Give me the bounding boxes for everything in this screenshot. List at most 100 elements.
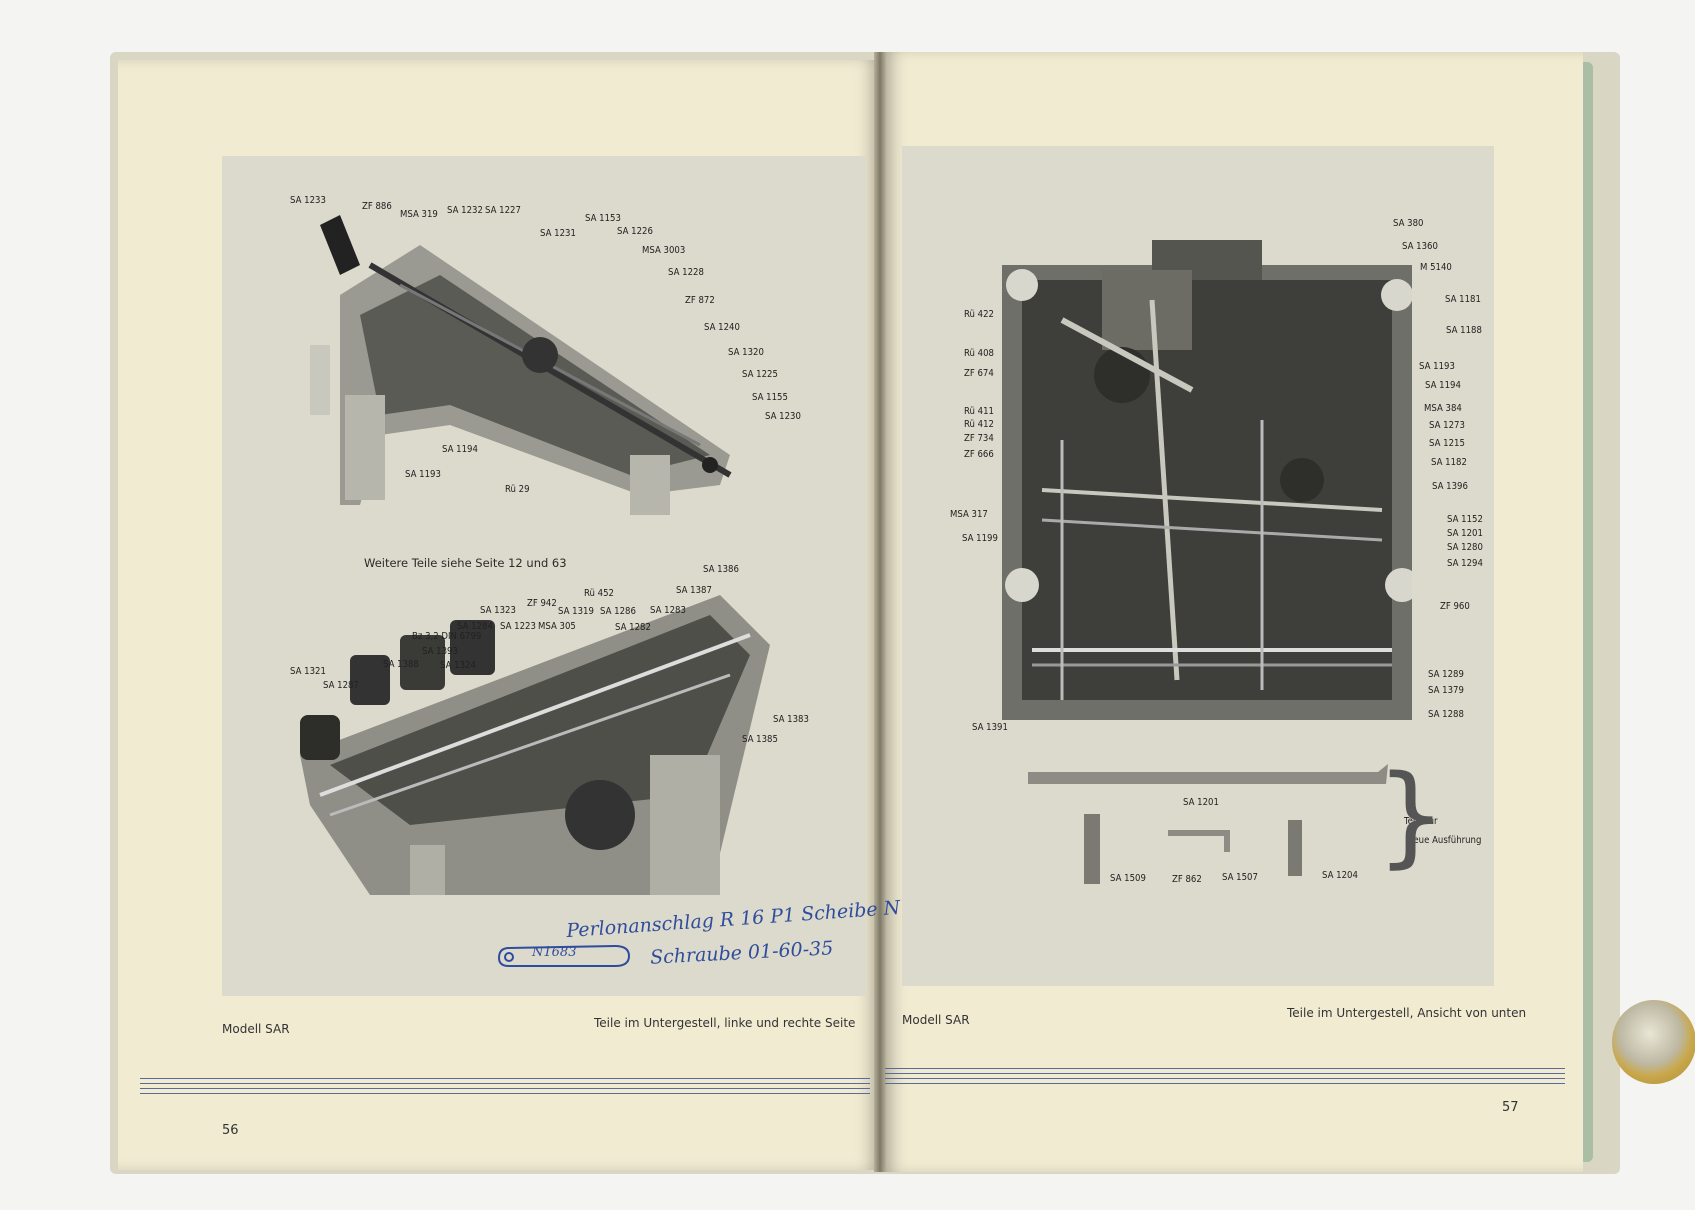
bottom-mechanism-illustration [300, 595, 770, 895]
label-msa3003: MSA 3003 [642, 245, 686, 256]
label-sa1288: SA 1288 [1428, 709, 1464, 720]
label-sa1181: SA 1181 [1445, 294, 1481, 305]
label-part-zf862: ZF 862 [1172, 874, 1202, 885]
label-sa1182: SA 1182 [1431, 457, 1467, 468]
label-sa1321: SA 1321 [290, 666, 326, 677]
cross-reference-caption: Weitere Teile siehe Seite 12 und 63 [364, 556, 567, 570]
label-sa1385: SA 1385 [742, 734, 778, 745]
left-page-number: 56 [222, 1123, 239, 1138]
label-sa1155: SA 1155 [752, 392, 788, 403]
label-zf942: ZF 942 [527, 598, 557, 609]
label-sa1294: SA 1294 [1447, 558, 1483, 569]
right-rule-1 [885, 1068, 1565, 1069]
euro-coin [1612, 1000, 1695, 1084]
label-sa1286: SA 1286 [600, 606, 636, 617]
label-ru412: Rü 412 [964, 419, 994, 430]
parts-note-line2: neue Ausführung [1408, 835, 1482, 846]
right-page-number: 57 [1502, 1100, 1519, 1115]
left-rule-1 [140, 1078, 870, 1079]
label-sa1388: SA 1388 [383, 659, 419, 670]
right-footer-model: Modell SAR [902, 1013, 970, 1027]
label-sa1215: SA 1215 [1429, 438, 1465, 449]
label-sa1289: SA 1289 [1428, 669, 1464, 680]
label-sa1230: SA 1230 [765, 411, 801, 422]
loose-parts-illustration [1028, 764, 1388, 884]
label-ru422: Rü 422 [964, 309, 994, 320]
label-sa1199: SA 1199 [962, 533, 998, 544]
handwritten-part-sketch [497, 944, 631, 967]
label-msa317: MSA 317 [950, 509, 988, 520]
handwritten-note-2: N1683 [532, 945, 577, 960]
label-zf960: ZF 960 [1440, 601, 1470, 612]
label-zf872: ZF 872 [685, 295, 715, 306]
parts-bracket: } [1376, 751, 1446, 879]
label-zf674: ZF 674 [964, 368, 994, 379]
right-rule-4 [885, 1083, 1565, 1084]
label-ru408: Rü 408 [964, 348, 994, 359]
book-spine [874, 52, 886, 1172]
label-sa1391: SA 1391 [972, 722, 1008, 733]
label-sa1287: SA 1287 [323, 680, 359, 691]
label-m5140: M 5140 [1420, 262, 1452, 273]
label-sa380: SA 380 [1393, 218, 1424, 229]
label-sa1193-r: SA 1193 [1419, 361, 1455, 372]
label-part-sa1507: SA 1507 [1222, 872, 1258, 883]
label-sa1396: SA 1396 [1432, 481, 1468, 492]
label-sa1319: SA 1319 [558, 606, 594, 617]
left-rule-3 [140, 1088, 870, 1089]
label-sa1282: SA 1282 [615, 622, 651, 633]
label-sa1323: SA 1323 [480, 605, 516, 616]
underside-mechanism-illustration [1002, 240, 1412, 720]
label-sa1232: SA 1232 [447, 205, 483, 216]
label-sa1240: SA 1240 [704, 322, 740, 333]
label-sa1387: SA 1387 [676, 585, 712, 596]
label-sa1284: SA 1284 [457, 621, 493, 632]
label-zf734: ZF 734 [964, 433, 994, 444]
label-zf886: ZF 886 [362, 201, 392, 212]
left-footer-title: Teile im Untergestell, linke und rechte … [594, 1016, 856, 1030]
top-mechanism-illustration [310, 215, 732, 515]
label-sa1226: SA 1226 [617, 226, 653, 237]
right-rule-3 [885, 1078, 1565, 1079]
label-sa1227: SA 1227 [485, 205, 521, 216]
label-part-sa1204: SA 1204 [1322, 870, 1358, 881]
label-sa1153: SA 1153 [585, 213, 621, 224]
label-sa1324: SA 1324 [440, 660, 476, 671]
label-sa1233: SA 1233 [290, 195, 326, 206]
label-sa1193: SA 1193 [405, 469, 441, 480]
label-ru411: Rü 411 [964, 406, 994, 417]
label-msa305: MSA 305 [538, 621, 576, 632]
label-sa1194-r: SA 1194 [1425, 380, 1461, 391]
label-sa1280: SA 1280 [1447, 542, 1483, 553]
label-sa1225: SA 1225 [742, 369, 778, 380]
label-sa1201: SA 1201 [1447, 528, 1483, 539]
label-sa1188: SA 1188 [1446, 325, 1482, 336]
parts-note-line1: Teile für [1404, 816, 1438, 827]
right-rule-2 [885, 1073, 1565, 1074]
label-ru29: Rü 29 [505, 484, 530, 495]
label-msa384: MSA 384 [1424, 403, 1462, 414]
label-sa1379: SA 1379 [1428, 685, 1464, 696]
label-sa1320: SA 1320 [728, 347, 764, 358]
right-footer-title: Teile im Untergestell, Ansicht von unten [1287, 1006, 1527, 1020]
left-rule-2 [140, 1083, 870, 1084]
label-ru452: Rü 452 [584, 588, 614, 599]
label-part-sa1509: SA 1509 [1110, 873, 1146, 884]
label-msa319: MSA 319 [400, 209, 438, 220]
label-sa1393: SA 1393 [422, 646, 458, 657]
label-sa1194: SA 1194 [442, 444, 478, 455]
label-zf666: ZF 666 [964, 449, 994, 460]
label-sa1273: SA 1273 [1429, 420, 1465, 431]
label-sa1283: SA 1283 [650, 605, 686, 616]
label-sa1152: SA 1152 [1447, 514, 1483, 525]
label-sa1228: SA 1228 [668, 267, 704, 278]
label-bz32-din6799: Bz 3,2 DIN 6799 [412, 631, 482, 642]
label-sa1383: SA 1383 [773, 714, 809, 725]
left-footer-model: Modell SAR [222, 1022, 290, 1036]
label-sa1231: SA 1231 [540, 228, 576, 239]
left-rule-4 [140, 1093, 870, 1094]
label-sa1360: SA 1360 [1402, 241, 1438, 252]
label-sa1386: SA 1386 [703, 564, 739, 575]
label-sa1223: SA 1223 [500, 621, 536, 632]
label-part-sa1201: SA 1201 [1183, 797, 1219, 808]
